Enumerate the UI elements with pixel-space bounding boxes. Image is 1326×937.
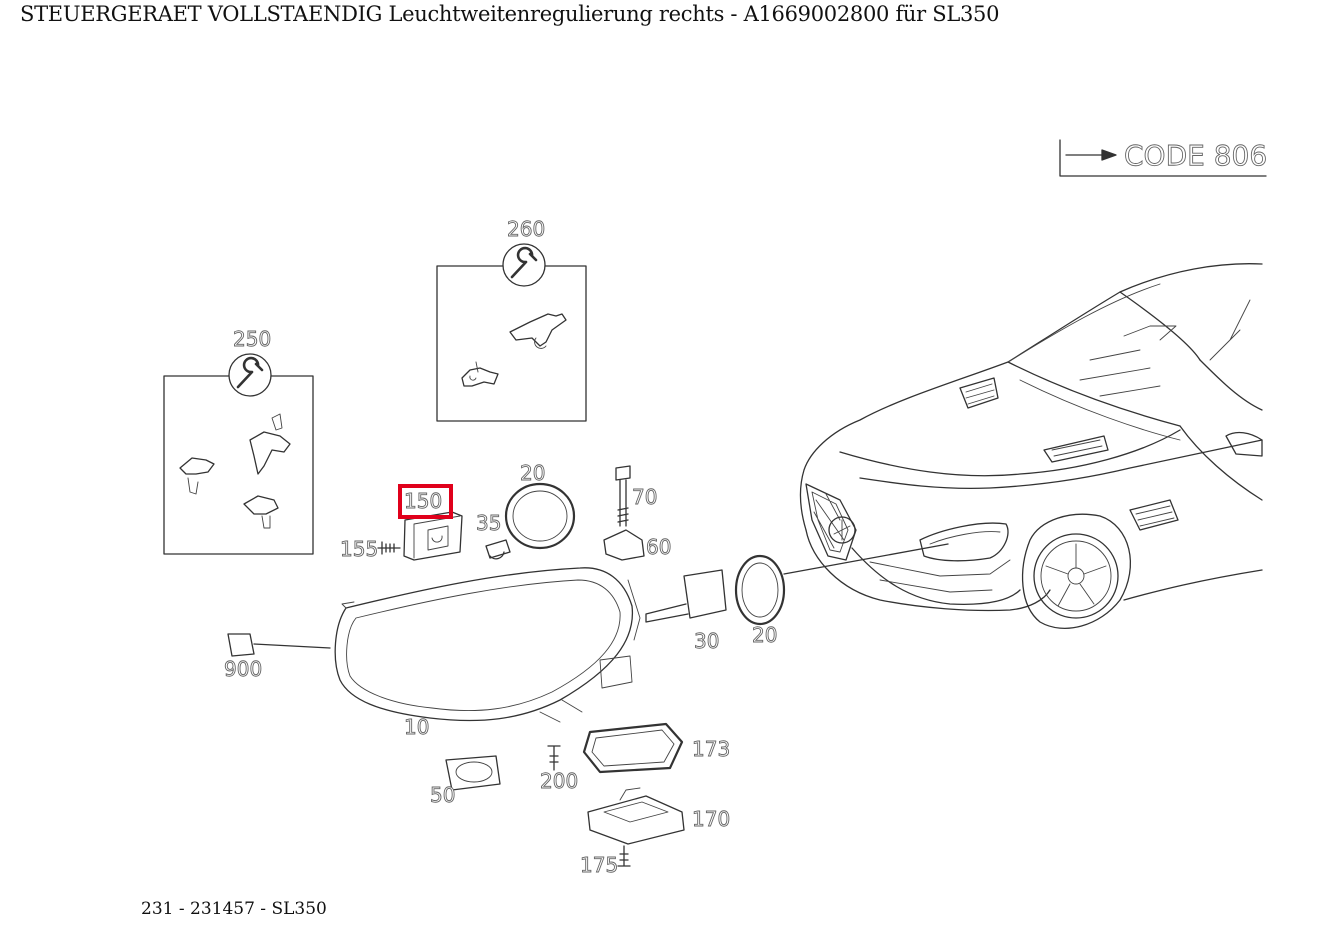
part-label-200[interactable]: 200 [540, 769, 579, 794]
wrench-icon [236, 356, 264, 389]
part-label-155[interactable]: 155 [340, 537, 379, 562]
headlamp-10[interactable]: 10 [334, 567, 641, 740]
part-label-173[interactable]: 173 [692, 737, 731, 762]
part-label-60[interactable]: 60 [646, 535, 672, 560]
code-label: CODE 806 [1124, 139, 1267, 172]
kit-250-box: 250 [163, 327, 314, 555]
bulb-35[interactable]: 35 [476, 511, 511, 560]
highlight-box [398, 484, 453, 519]
code-box: CODE 806 [1059, 139, 1268, 177]
wrench-icon [510, 246, 538, 279]
bolt-70[interactable]: 70 [615, 465, 658, 527]
page-title: STEUERGERAET VOLLSTAENDIG Leuchtweitenre… [20, 2, 1000, 26]
ballast-170[interactable]: 170 [587, 787, 731, 845]
part-label-10[interactable]: 10 [404, 715, 430, 740]
part-label-150[interactable]: 150 [404, 489, 443, 514]
part-label-20-top[interactable]: 20 [520, 461, 546, 486]
part-label-35[interactable]: 35 [476, 511, 502, 536]
part-label-900[interactable]: 900 [224, 657, 263, 682]
car-illustration [783, 263, 1263, 629]
connector-900[interactable]: 900 [224, 633, 331, 682]
part-label-70[interactable]: 70 [632, 485, 658, 510]
part-label-20-right[interactable]: 20 [752, 623, 778, 648]
seal-ring-20-right[interactable]: 20 [734, 554, 786, 648]
gasket-173[interactable]: 173 [582, 722, 731, 774]
screw-200[interactable]: 200 [540, 745, 579, 794]
screw-155[interactable]: 155 [340, 537, 401, 562]
bracket-50[interactable]: 50 [430, 755, 501, 808]
part-label-260[interactable]: 260 [507, 217, 546, 242]
clip-60[interactable]: 60 [603, 529, 672, 561]
igniter-30[interactable]: 30 [645, 569, 727, 654]
part-label-170[interactable]: 170 [692, 807, 731, 832]
control-unit-150[interactable]: 150 [398, 484, 463, 561]
part-label-30[interactable]: 30 [694, 629, 720, 654]
part-label-50[interactable]: 50 [430, 783, 456, 808]
footer-reference: 231 - 231457 - SL350 [141, 899, 327, 919]
part-label-250[interactable]: 250 [233, 327, 272, 352]
screw-175[interactable]: 175 [580, 845, 631, 878]
part-label-175[interactable]: 175 [580, 853, 619, 878]
kit-260-box: 260 [436, 217, 587, 422]
seal-ring-20-top[interactable]: 20 [504, 461, 576, 550]
